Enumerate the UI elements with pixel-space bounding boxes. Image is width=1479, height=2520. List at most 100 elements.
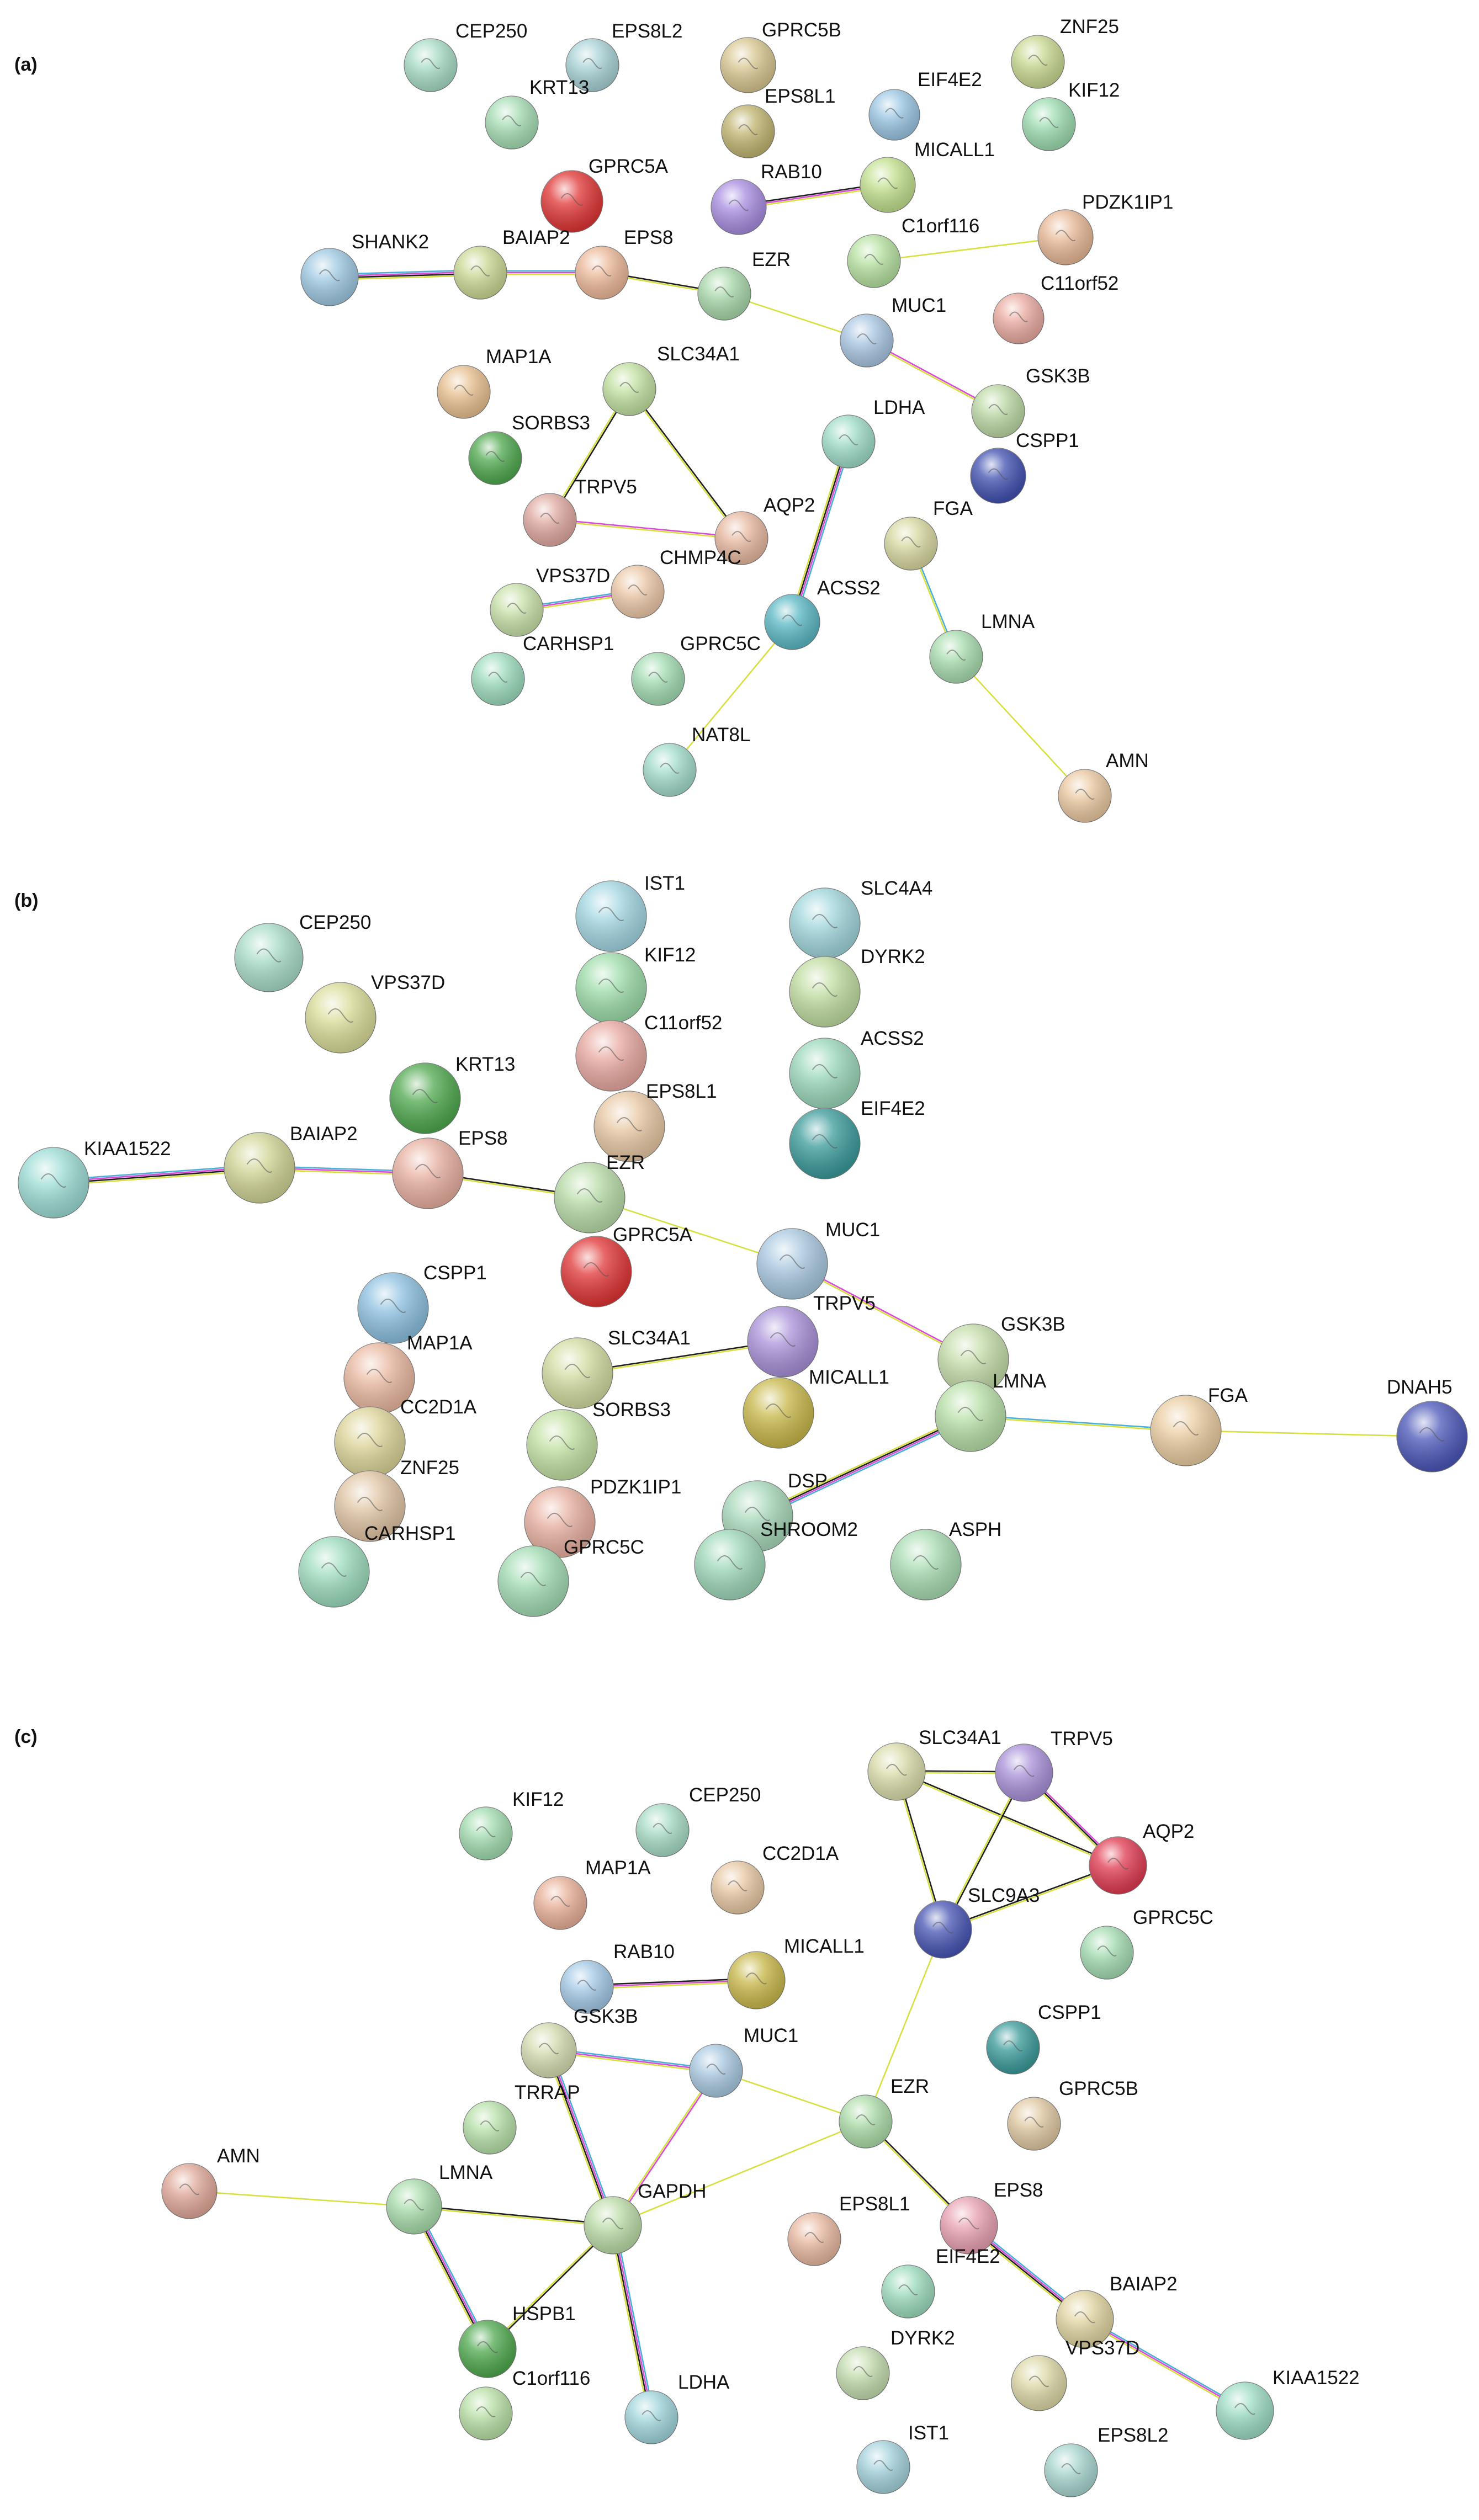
node-map1a[interactable] bbox=[533, 1876, 587, 1930]
node-muc1[interactable] bbox=[689, 2044, 743, 2098]
node-c11orf52[interactable] bbox=[993, 293, 1045, 344]
node-fga[interactable] bbox=[884, 517, 938, 571]
node-cspp1[interactable] bbox=[357, 1272, 429, 1344]
node-gsk3b[interactable] bbox=[521, 2022, 577, 2078]
node-gsk3b[interactable] bbox=[971, 384, 1025, 438]
node-pdzk1ip1[interactable] bbox=[524, 1486, 596, 1558]
node-eps8l1[interactable] bbox=[593, 1091, 665, 1162]
node-muc1[interactable] bbox=[840, 313, 894, 368]
node-amn[interactable] bbox=[1058, 769, 1112, 823]
node-rab10[interactable] bbox=[560, 1960, 614, 2014]
node-gprc5c[interactable] bbox=[631, 652, 685, 706]
node-lmna[interactable] bbox=[929, 630, 983, 684]
node-gprc5a[interactable] bbox=[560, 1236, 632, 1307]
node-map1a[interactable] bbox=[437, 365, 491, 419]
node-trpv5[interactable] bbox=[995, 1743, 1053, 1802]
node-pdzk1ip1[interactable] bbox=[1037, 209, 1094, 265]
node-eps8l1[interactable] bbox=[721, 104, 775, 158]
node-lmna[interactable] bbox=[935, 1380, 1006, 1452]
node-znf25[interactable] bbox=[334, 1470, 406, 1542]
node-ldha[interactable] bbox=[821, 414, 876, 469]
node-muc1[interactable] bbox=[756, 1228, 828, 1300]
node-slc34a1[interactable] bbox=[602, 362, 656, 416]
node-ist1[interactable] bbox=[856, 2440, 910, 2494]
node-sorbs3[interactable] bbox=[526, 1409, 598, 1481]
node-gprc5b[interactable] bbox=[1007, 2097, 1061, 2151]
node-sorbs3[interactable] bbox=[468, 431, 522, 485]
node-amn[interactable] bbox=[161, 2163, 218, 2219]
node-asph[interactable] bbox=[890, 1529, 962, 1601]
node-trpv5[interactable] bbox=[523, 493, 577, 547]
node-krt13[interactable] bbox=[485, 95, 539, 150]
node-shank2[interactable] bbox=[300, 248, 359, 306]
node-shroom2[interactable] bbox=[694, 1529, 766, 1601]
node-fga[interactable] bbox=[1150, 1395, 1222, 1466]
node-slc9a3[interactable] bbox=[914, 1900, 972, 1959]
node-gprc5b[interactable] bbox=[720, 37, 776, 93]
node-aqp2[interactable] bbox=[1089, 1836, 1147, 1895]
node-micall1[interactable] bbox=[727, 1951, 786, 2009]
node-hspb1[interactable] bbox=[458, 2320, 517, 2378]
node-znf25[interactable] bbox=[1011, 35, 1065, 89]
node-gprc5c[interactable] bbox=[1080, 1926, 1134, 1980]
node-cep250[interactable] bbox=[404, 38, 458, 92]
node-eps8[interactable] bbox=[940, 2196, 998, 2255]
node-c1orf116[interactable] bbox=[459, 2386, 513, 2441]
node-cep250[interactable] bbox=[234, 923, 304, 992]
node-cc2d1a[interactable] bbox=[711, 1860, 765, 1915]
node-cspp1[interactable] bbox=[970, 448, 1026, 504]
node-ldha[interactable] bbox=[624, 2390, 678, 2444]
node-map1a[interactable] bbox=[343, 1342, 415, 1414]
node-ezr[interactable] bbox=[697, 267, 751, 321]
node-ezr[interactable] bbox=[554, 1162, 625, 1234]
node-eps8[interactable] bbox=[392, 1137, 464, 1209]
node-micall1[interactable] bbox=[743, 1377, 814, 1449]
node-acss2[interactable] bbox=[789, 1038, 861, 1109]
node-kif12[interactable] bbox=[1022, 97, 1076, 151]
node-gprc5c[interactable] bbox=[497, 1545, 569, 1617]
node-cspp1[interactable] bbox=[986, 2021, 1040, 2075]
node-carhsp1[interactable] bbox=[471, 652, 525, 706]
node-trpv5[interactable] bbox=[747, 1306, 819, 1378]
node-dnah5[interactable] bbox=[1396, 1401, 1468, 1472]
node-baiap2[interactable] bbox=[224, 1132, 295, 1204]
node-carhsp1[interactable] bbox=[298, 1536, 370, 1608]
node-kif12[interactable] bbox=[575, 952, 647, 1024]
node-dyrk2[interactable] bbox=[836, 2346, 890, 2400]
node-chmp4c[interactable] bbox=[611, 565, 665, 619]
node-slc34a1[interactable] bbox=[867, 1742, 926, 1801]
node-eif4e2[interactable] bbox=[881, 2264, 935, 2319]
node-gsk3b[interactable] bbox=[937, 1323, 1009, 1395]
node-baiap2[interactable] bbox=[1056, 2290, 1114, 2348]
node-baiap2[interactable] bbox=[453, 246, 507, 300]
node-eif4e2[interactable] bbox=[789, 1108, 861, 1179]
node-vps37d[interactable] bbox=[305, 982, 377, 1054]
node-c11orf52[interactable] bbox=[575, 1020, 647, 1092]
node-cep250[interactable] bbox=[635, 1803, 690, 1857]
node-rab10[interactable] bbox=[711, 179, 767, 235]
node-krt13[interactable] bbox=[389, 1062, 461, 1134]
node-eps8l2[interactable] bbox=[1044, 2443, 1098, 2497]
node-nat8l[interactable] bbox=[643, 743, 697, 797]
node-kiaa1522[interactable] bbox=[18, 1147, 89, 1219]
node-lmna[interactable] bbox=[386, 2178, 442, 2235]
node-slc4a4[interactable] bbox=[789, 887, 861, 959]
node-aqp2[interactable] bbox=[714, 511, 768, 565]
node-acss2[interactable] bbox=[764, 594, 820, 650]
node-ist1[interactable] bbox=[575, 880, 647, 952]
node-gapdh[interactable] bbox=[584, 2196, 642, 2255]
node-vps37d[interactable] bbox=[1011, 2355, 1067, 2411]
node-kif12[interactable] bbox=[459, 1806, 513, 1860]
node-gprc5a[interactable] bbox=[540, 170, 603, 233]
node-micall1[interactable] bbox=[860, 157, 916, 213]
node-kiaa1522[interactable] bbox=[1216, 2381, 1274, 2440]
node-slc34a1[interactable] bbox=[542, 1337, 613, 1409]
node-eps8[interactable] bbox=[575, 246, 629, 300]
node-eps8l2[interactable] bbox=[565, 38, 619, 92]
node-eif4e2[interactable] bbox=[868, 89, 920, 141]
node-cc2d1a[interactable] bbox=[334, 1406, 406, 1478]
node-eps8l1[interactable] bbox=[787, 2212, 841, 2266]
node-dyrk2[interactable] bbox=[789, 956, 861, 1028]
node-trrap[interactable] bbox=[463, 2101, 517, 2155]
node-ezr[interactable] bbox=[839, 2094, 893, 2149]
